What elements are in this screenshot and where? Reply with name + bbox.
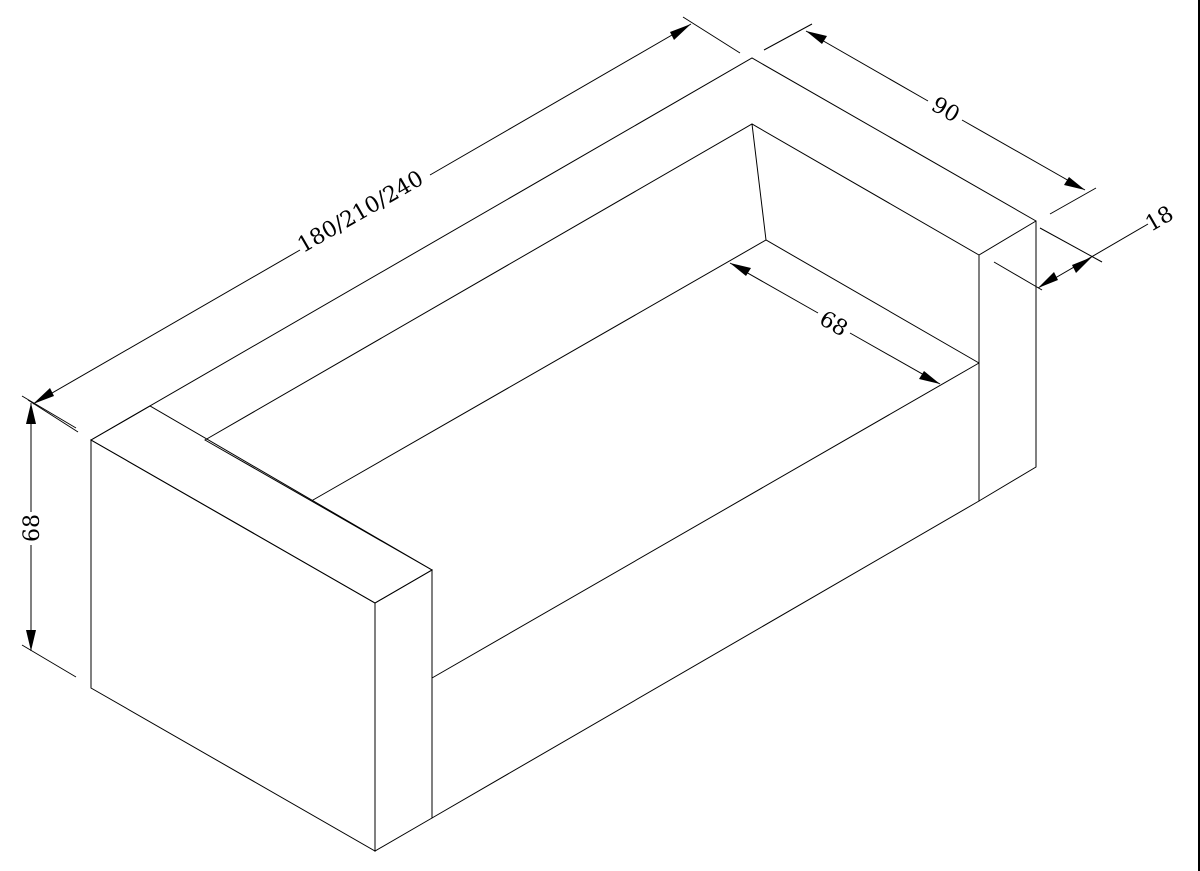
dimension-overall-depth: 90	[763, 23, 1097, 215]
length-label: 180/210/240	[294, 166, 428, 258]
left-armrest-front-face	[90, 439, 376, 852]
left-armrest-inner-face	[374, 569, 433, 852]
height-arrow-bottom	[26, 630, 36, 651]
length-extension-left	[27, 399, 79, 433]
length-arrow-right	[670, 24, 691, 40]
depth-label: 90	[927, 93, 964, 129]
armrest-extension-bottom	[993, 261, 1043, 291]
dimension-overall-length: 180/210/240	[27, 16, 741, 433]
right-armrest-outline	[978, 220, 1037, 502]
left-armrest-top	[89, 405, 433, 604]
seat-front-edge	[431, 362, 980, 679]
depth-arrow-left	[806, 31, 827, 44]
length-arrow-left	[33, 388, 54, 404]
depth-arrow-right	[1064, 177, 1085, 190]
length-extension-right	[682, 16, 741, 54]
seat-depth-arrow-top	[730, 263, 751, 276]
height-arrow-top	[26, 403, 36, 424]
armrest-arrow-upper	[1072, 257, 1092, 273]
height-extension-top	[21, 395, 77, 429]
left-armrest-inner-joint	[204, 439, 433, 571]
armrest-arrow-lower	[1038, 272, 1058, 288]
back-top-outer-edge	[90, 57, 1037, 502]
dimension-seat-depth: 68	[729, 262, 941, 385]
dimension-armrest-width: 18	[993, 202, 1178, 291]
depth-dimension-line-b	[961, 119, 1086, 191]
backrest-inner-corner	[751, 123, 767, 241]
height-extension-bottom	[21, 644, 77, 678]
depth-dimension-line-a	[805, 30, 929, 102]
seat-back-edge	[312, 239, 980, 501]
sofa-body	[89, 57, 1037, 852]
height-label: 68	[20, 514, 45, 542]
depth-extension-right	[1049, 187, 1097, 215]
armrest-label: 18	[1141, 202, 1178, 238]
seat-depth-arrow-bottom	[919, 371, 940, 384]
dimension-overall-height: 68	[20, 395, 77, 678]
length-dimension-line-b	[429, 23, 692, 176]
seat-depth-label: 68	[815, 307, 852, 343]
armrest-extension-top	[1039, 227, 1103, 263]
length-dimension-line-a	[32, 249, 301, 405]
base-bottom-edge	[431, 500, 980, 819]
backrest-inner-top	[204, 123, 980, 441]
depth-extension-left	[763, 23, 813, 51]
